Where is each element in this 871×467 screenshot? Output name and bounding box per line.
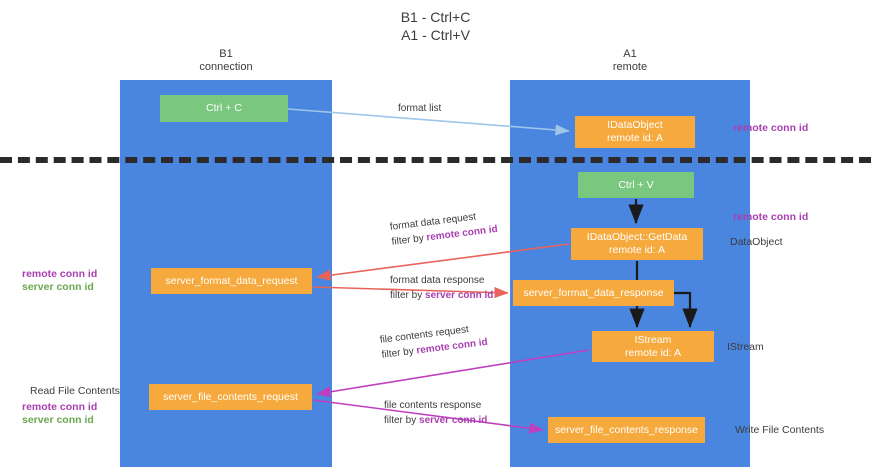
page-title: B1 - Ctrl+C A1 - Ctrl+V: [0, 8, 871, 44]
node-ctrl-c[interactable]: Ctrl + C: [160, 95, 288, 122]
annotation-write-file-contents: Write File Contents: [735, 424, 825, 436]
title-line-2: A1 - Ctrl+V: [401, 27, 470, 43]
annotation-dataobject: DataObject: [730, 236, 783, 248]
node-getdata-label: IDataObject::GetData: [586, 231, 688, 243]
phase-divider: [0, 157, 871, 163]
node-istream-label: IStream: [634, 333, 672, 346]
annotation-read-file-contents: Read File Contents: [30, 385, 120, 397]
column-header-a1-role: remote: [612, 61, 648, 73]
annotation-left-server-conn-id-1: server conn id: [22, 281, 94, 293]
node-ctrl-c-label: Ctrl + C: [206, 102, 242, 114]
node-getdata-sublabel: remote id: A: [608, 244, 666, 256]
node-istream[interactable]: IStream remote id: A: [592, 331, 714, 362]
node-server-format-data-request-label: server_format_data_request: [165, 274, 298, 287]
column-header-b1-role: connection: [199, 61, 253, 73]
node-server-file-contents-response-label: server_file_contents_response: [554, 423, 698, 436]
edge-label-format-data-response-line1: format data response: [390, 275, 485, 286]
annotation-left-conn-ids-top: remote conn id server conn id: [22, 268, 97, 294]
filter-prefix: filter by: [384, 415, 420, 426]
node-idataobject-getdata[interactable]: IDataObject::GetData remote id: A: [571, 228, 703, 260]
edge-label-format-data-response: format data response filter by server co…: [390, 273, 493, 303]
node-server-file-contents-request-label: server_file_contents_request: [163, 390, 298, 403]
node-ctrl-v[interactable]: Ctrl + V: [578, 172, 694, 198]
annotation-istream: IStream: [727, 341, 764, 353]
filter-prefix: filter by: [381, 345, 418, 361]
node-idataobject[interactable]: IDataObject remote id: A: [575, 116, 695, 148]
edge-label-format-list-line1: format list: [398, 103, 442, 114]
edge-label-file-contents-response-line1: file contents response: [384, 400, 482, 411]
edge-label-format-data-response-filter: filter by server conn id: [390, 288, 493, 303]
node-server-format-data-request[interactable]: server_format_data_request: [151, 268, 312, 294]
node-idataobject-sublabel: remote id: A: [606, 132, 664, 144]
annotation-left-remote-conn-id-2: remote conn id: [22, 401, 98, 413]
node-server-format-data-response[interactable]: server_format_data_response: [513, 280, 674, 306]
node-server-file-contents-response[interactable]: server_file_contents_response: [548, 417, 705, 443]
annotation-left-conn-ids-bottom: remote conn id server conn id: [22, 401, 97, 427]
edge-label-format-data-request: format data request filter by remote con…: [389, 207, 499, 250]
column-header-a1-name: A1: [623, 48, 637, 60]
node-server-format-data-response-label: server_format_data_response: [523, 286, 664, 299]
annotation-remote-conn-id-mid: remote conn id: [733, 211, 809, 223]
node-istream-sublabel: remote id: A: [624, 346, 682, 359]
node-server-file-contents-request[interactable]: server_file_contents_request: [149, 384, 312, 410]
annotation-left-remote-conn-id-1: remote conn id: [22, 268, 98, 280]
column-header-b1: B1 connection: [146, 48, 306, 74]
node-idataobject-label: IDataObject: [607, 119, 663, 131]
title-line-1: B1 - Ctrl+C: [400, 9, 471, 25]
edge-label-format-list: format list: [398, 101, 441, 116]
edge-label-file-contents-request: file contents request filter by remote c…: [379, 320, 489, 363]
column-header-b1-name: B1: [219, 48, 233, 60]
filter-key: server conn id: [419, 415, 488, 426]
edge-label-file-contents-response-filter: filter by server conn id: [384, 413, 487, 428]
annotation-left-server-conn-id-2: server conn id: [22, 414, 94, 426]
filter-key: server conn id: [425, 290, 494, 301]
edge-label-file-contents-response: file contents response filter by server …: [384, 398, 487, 428]
column-header-a1: A1 remote: [540, 48, 720, 74]
annotation-remote-conn-id-top: remote conn id: [733, 122, 809, 134]
filter-prefix: filter by: [391, 232, 428, 248]
filter-prefix: filter by: [390, 290, 426, 301]
node-ctrl-v-label: Ctrl + V: [618, 178, 654, 191]
